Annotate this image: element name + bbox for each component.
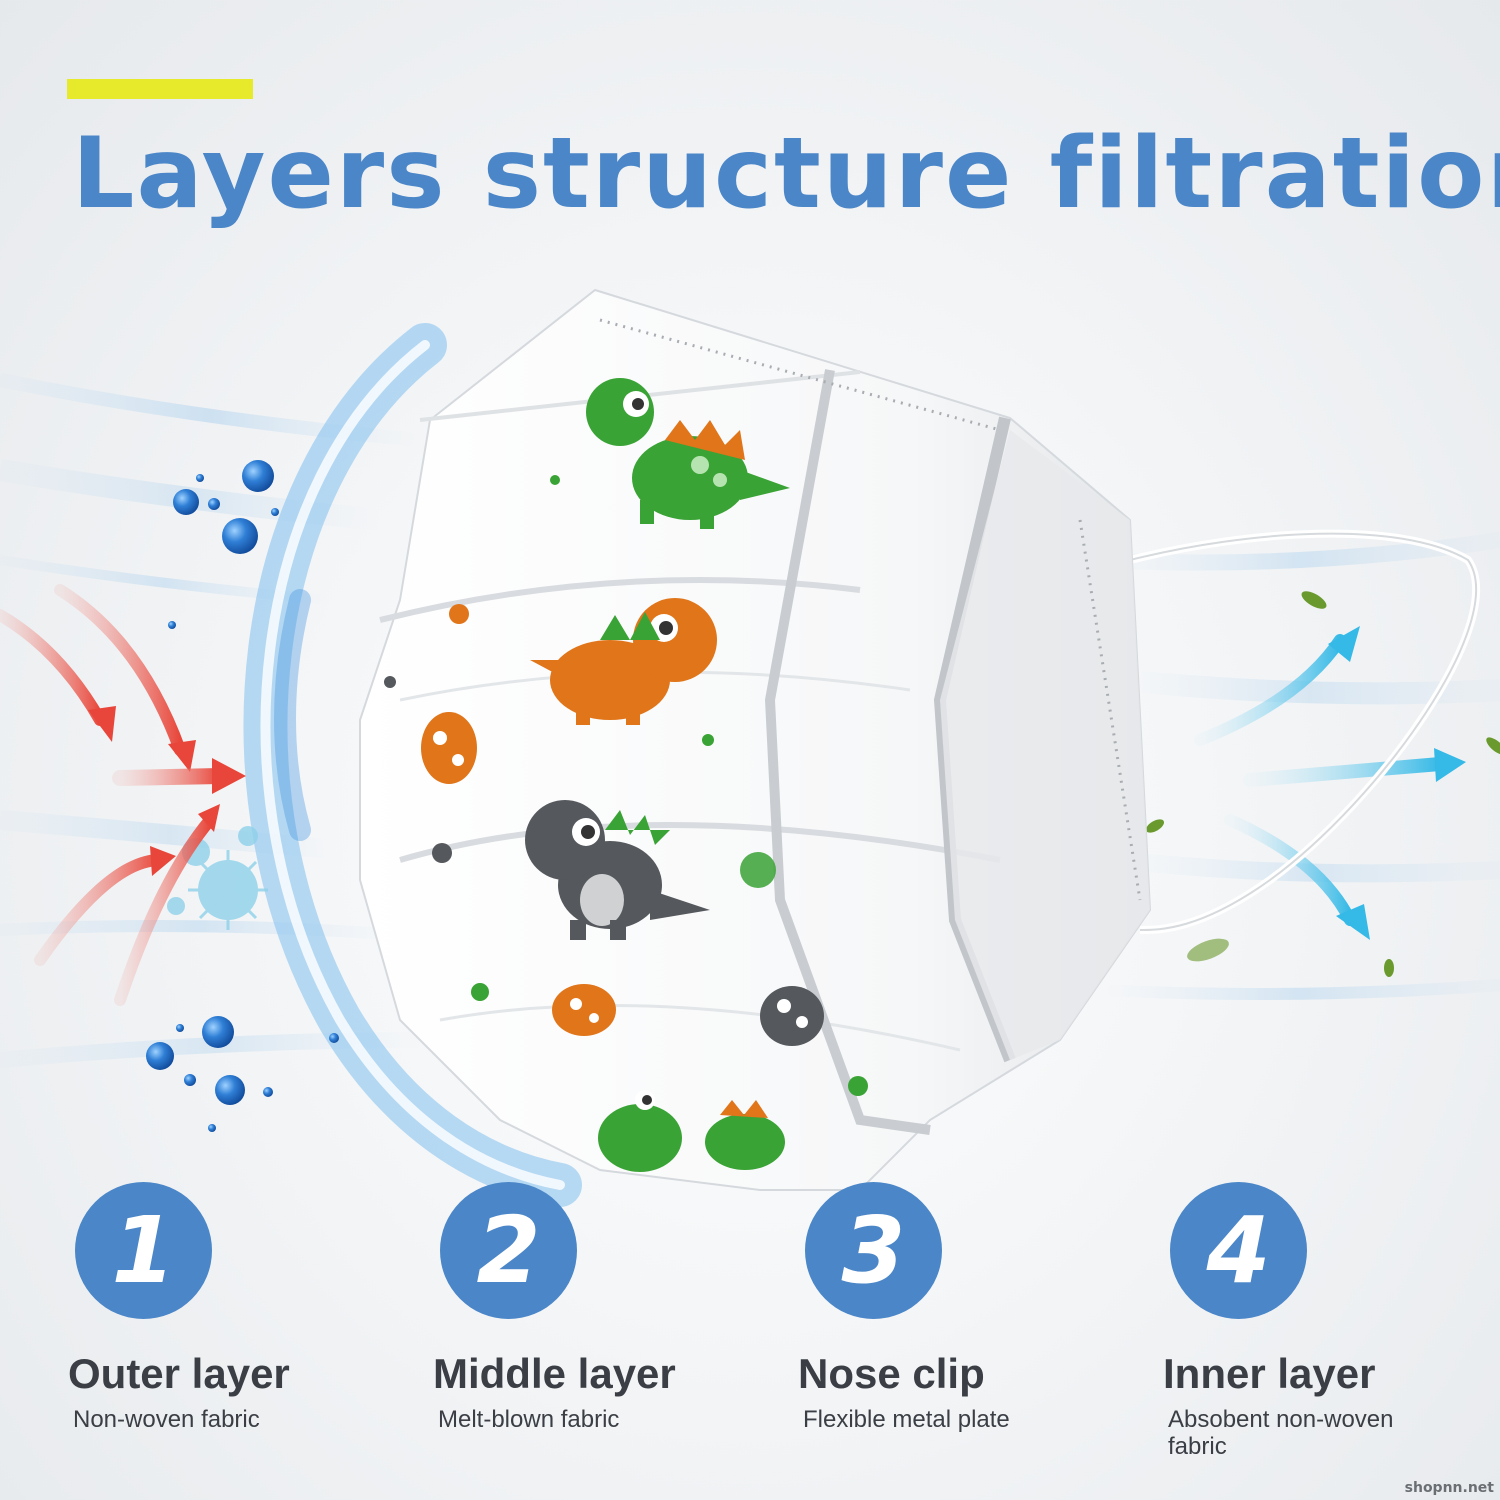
step-title: Inner layer xyxy=(1163,1350,1376,1397)
watermark: shopnn.net xyxy=(1404,1480,1494,1496)
dinosaur-orange-icon xyxy=(530,598,717,725)
step-description: Non-woven fabric xyxy=(73,1406,260,1433)
step-number-badge: 3 xyxy=(805,1182,942,1319)
incoming-air-arrows-icon xyxy=(0,584,246,1006)
accent-bar xyxy=(67,79,253,99)
dinosaur-gray-icon xyxy=(525,800,710,940)
confetti-dots xyxy=(384,475,868,1096)
step-number-badge: 4 xyxy=(1170,1182,1307,1319)
step-description: Absobent non-woven fabric xyxy=(1168,1406,1394,1460)
face-mask xyxy=(359,288,1152,1191)
step-title: Nose clip xyxy=(798,1350,985,1397)
step-number-badge: 2 xyxy=(440,1182,577,1319)
egg-icon xyxy=(421,712,824,1046)
step-description: Flexible metal plate xyxy=(803,1406,1010,1433)
outgoing-air-arrows-icon xyxy=(1194,626,1466,940)
filter-shield-arc xyxy=(243,323,582,1207)
step-title: Outer layer xyxy=(68,1350,290,1397)
dinosaur-small-icon xyxy=(598,1090,785,1172)
step-title: Middle layer xyxy=(433,1350,676,1397)
dinosaur-green-icon xyxy=(586,378,790,529)
leaf-icon xyxy=(1145,591,1500,977)
step-number-badge: 1 xyxy=(75,1182,212,1319)
step-description: Melt-blown fabric xyxy=(438,1406,620,1433)
particles-icon xyxy=(146,460,339,1132)
page-title: Layers structure filtration xyxy=(72,117,1500,231)
